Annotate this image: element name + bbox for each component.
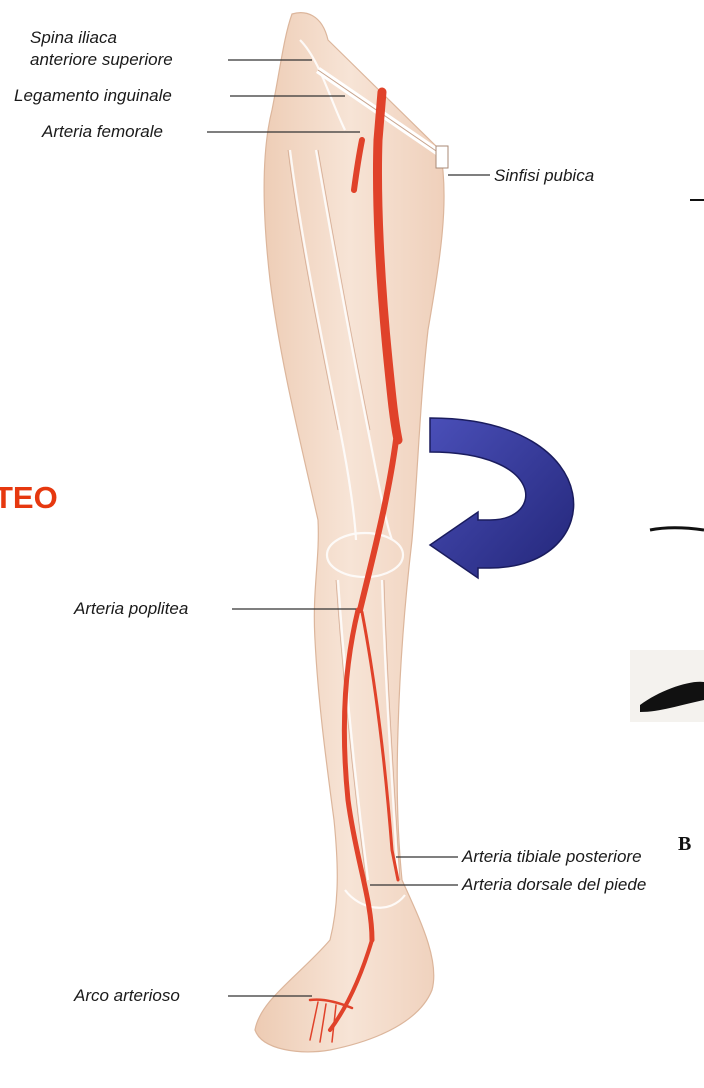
label-arteria-tibiale-posteriore: Arteria tibiale posteriore xyxy=(461,847,642,866)
label-spina-line1: Spina iliaca xyxy=(30,28,117,47)
heading-fragment: TEO xyxy=(0,480,58,515)
label-arteria-femorale: Arteria femorale xyxy=(41,122,163,141)
label-sinfisi-pubica: Sinfisi pubica xyxy=(494,166,594,185)
label-arteria-dorsale-piede: Arteria dorsale del piede xyxy=(461,875,646,894)
label-arteria-poplitea: Arteria poplitea xyxy=(73,599,188,618)
curved-arrow-icon xyxy=(430,418,574,578)
panel-letter: B xyxy=(678,833,691,855)
label-arco-arterioso: Arco arterioso xyxy=(73,986,180,1005)
label-spina-line2: anteriore superiore xyxy=(30,50,173,69)
xray-panel-fragments xyxy=(630,200,704,722)
label-legamento-inguinale: Legamento inguinale xyxy=(14,86,172,105)
